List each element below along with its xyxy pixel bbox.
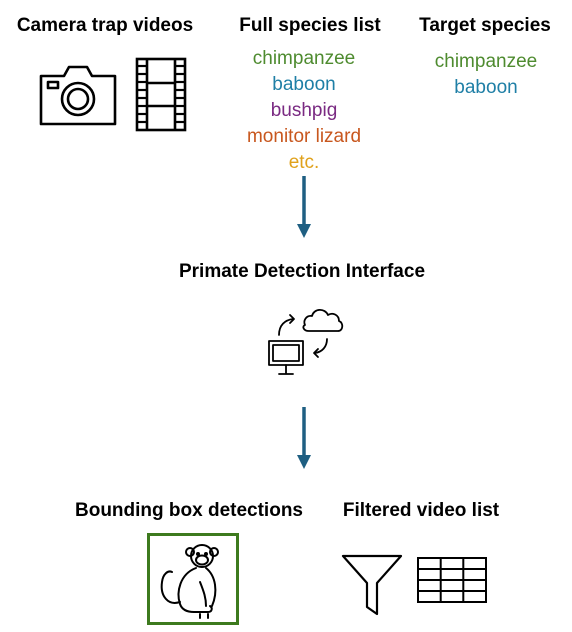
target-species-item: baboon (454, 77, 518, 98)
filtered-video-list-title: Filtered video list (342, 500, 500, 521)
camera-trap-videos-title: Camera trap videos (16, 15, 194, 36)
down-arrow-icon (297, 176, 311, 238)
primate-detection-interface-title: Primate Detection Interface (178, 261, 426, 282)
bounding-box (147, 533, 239, 625)
bounding-box-detections-title: Bounding box detections (75, 500, 303, 521)
camera-icon (39, 65, 117, 126)
monkey-icon (160, 544, 219, 619)
filter-funnel-icon (341, 554, 403, 616)
arrow-head (297, 224, 311, 238)
table-grid-icon (417, 557, 487, 603)
species-item: etc. (288, 152, 320, 173)
full-species-list-title: Full species list (239, 15, 381, 36)
target-species-item: chimpanzee (434, 51, 538, 72)
species-item: monitor lizard (246, 126, 362, 147)
down-arrow-icon (297, 407, 311, 469)
arrow-head (297, 455, 311, 469)
species-item: chimpanzee (252, 48, 356, 69)
species-item: bushpig (270, 100, 338, 121)
target-species-title: Target species (419, 15, 551, 36)
computer-cloud-sync-icon (268, 308, 344, 375)
species-item: baboon (272, 74, 336, 95)
film-strip-icon (135, 57, 187, 132)
